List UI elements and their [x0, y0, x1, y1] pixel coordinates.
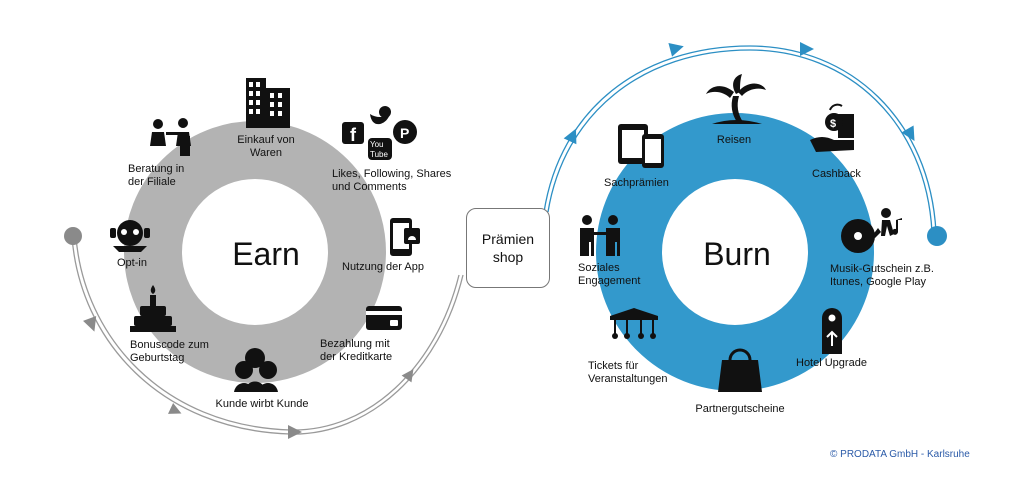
- burn-flow-end-dot: [927, 226, 947, 246]
- carousel-icon: [610, 308, 658, 339]
- burn-title: Burn: [703, 236, 771, 272]
- consultation-icon: [150, 118, 191, 156]
- burn-item-label-sachpraemien: Sachprämien: [604, 177, 669, 189]
- earn-item-label-referral: Kunde wirbt Kunde: [215, 398, 309, 410]
- burn-item-label-cashback: Cashback: [812, 168, 861, 180]
- burn-item-label-hotel: Hotel Upgrade: [796, 357, 867, 369]
- music-icon: [841, 208, 902, 253]
- burn-item-label-social: Soziales Engagement: [578, 262, 641, 287]
- svg-text:P: P: [400, 125, 409, 141]
- opt-in-icon: [110, 220, 150, 252]
- earn-item-label-einkauf: Einkauf von Waren: [237, 134, 295, 159]
- svg-text:$: $: [830, 118, 836, 130]
- office-building-icon: [246, 78, 290, 128]
- praemienshop-label: Prämien shop: [481, 231, 535, 265]
- palm-tree-icon: [706, 74, 766, 124]
- copyright-text: © PRODATA GmbH - Karlsruhe: [830, 449, 970, 460]
- burn-flow-arrowheads: [563, 42, 915, 145]
- burn-flow-arrow: [543, 45, 937, 233]
- earn-flow-arrowheads: [83, 316, 414, 439]
- svg-text:Tube: Tube: [370, 150, 388, 159]
- credit-card-icon: [366, 306, 402, 330]
- praemienshop-box: Prämien shop: [466, 208, 550, 288]
- earn-item-label-birthday: Bonuscode zum Geburtstag: [130, 339, 209, 364]
- burn-item-label-tickets: Tickets für Veranstaltungen: [588, 360, 668, 385]
- door-hanger-icon: [822, 308, 842, 354]
- earn-title: Earn: [232, 236, 300, 272]
- group-icon: [234, 348, 278, 392]
- earn-item-label-card: Bezahlung mit der Kreditkarte: [320, 338, 393, 363]
- people-icon: [580, 215, 620, 256]
- svg-text:f: f: [350, 125, 357, 145]
- burn-item-label-partner: Partnergutscheine: [695, 403, 785, 415]
- birthday-cake-icon: [130, 285, 176, 332]
- earn-item-label-social: Likes, Following, Shares und Comments: [332, 168, 452, 193]
- earn-item-label-consultation: Beratung in der Filiale: [128, 163, 185, 188]
- burn-item-label-reisen: Reisen: [716, 134, 752, 146]
- burn-item-label-music: Musik-Gutschein z.B. Itunes, Google Play: [830, 263, 934, 288]
- svg-text:You: You: [370, 140, 384, 149]
- earn-item-label-optin: Opt-in: [117, 257, 147, 269]
- devices-icon: [618, 124, 664, 168]
- earn-flow-start-dot: [64, 227, 82, 245]
- social-media-icon: f You Tube P: [342, 106, 417, 160]
- shopping-bag-icon: [718, 348, 762, 392]
- earn-item-label-app: Nutzung der App: [342, 261, 424, 273]
- smartphone-icon: [390, 218, 420, 256]
- burn-ring: [596, 113, 874, 391]
- cashback-icon: $: [810, 103, 854, 152]
